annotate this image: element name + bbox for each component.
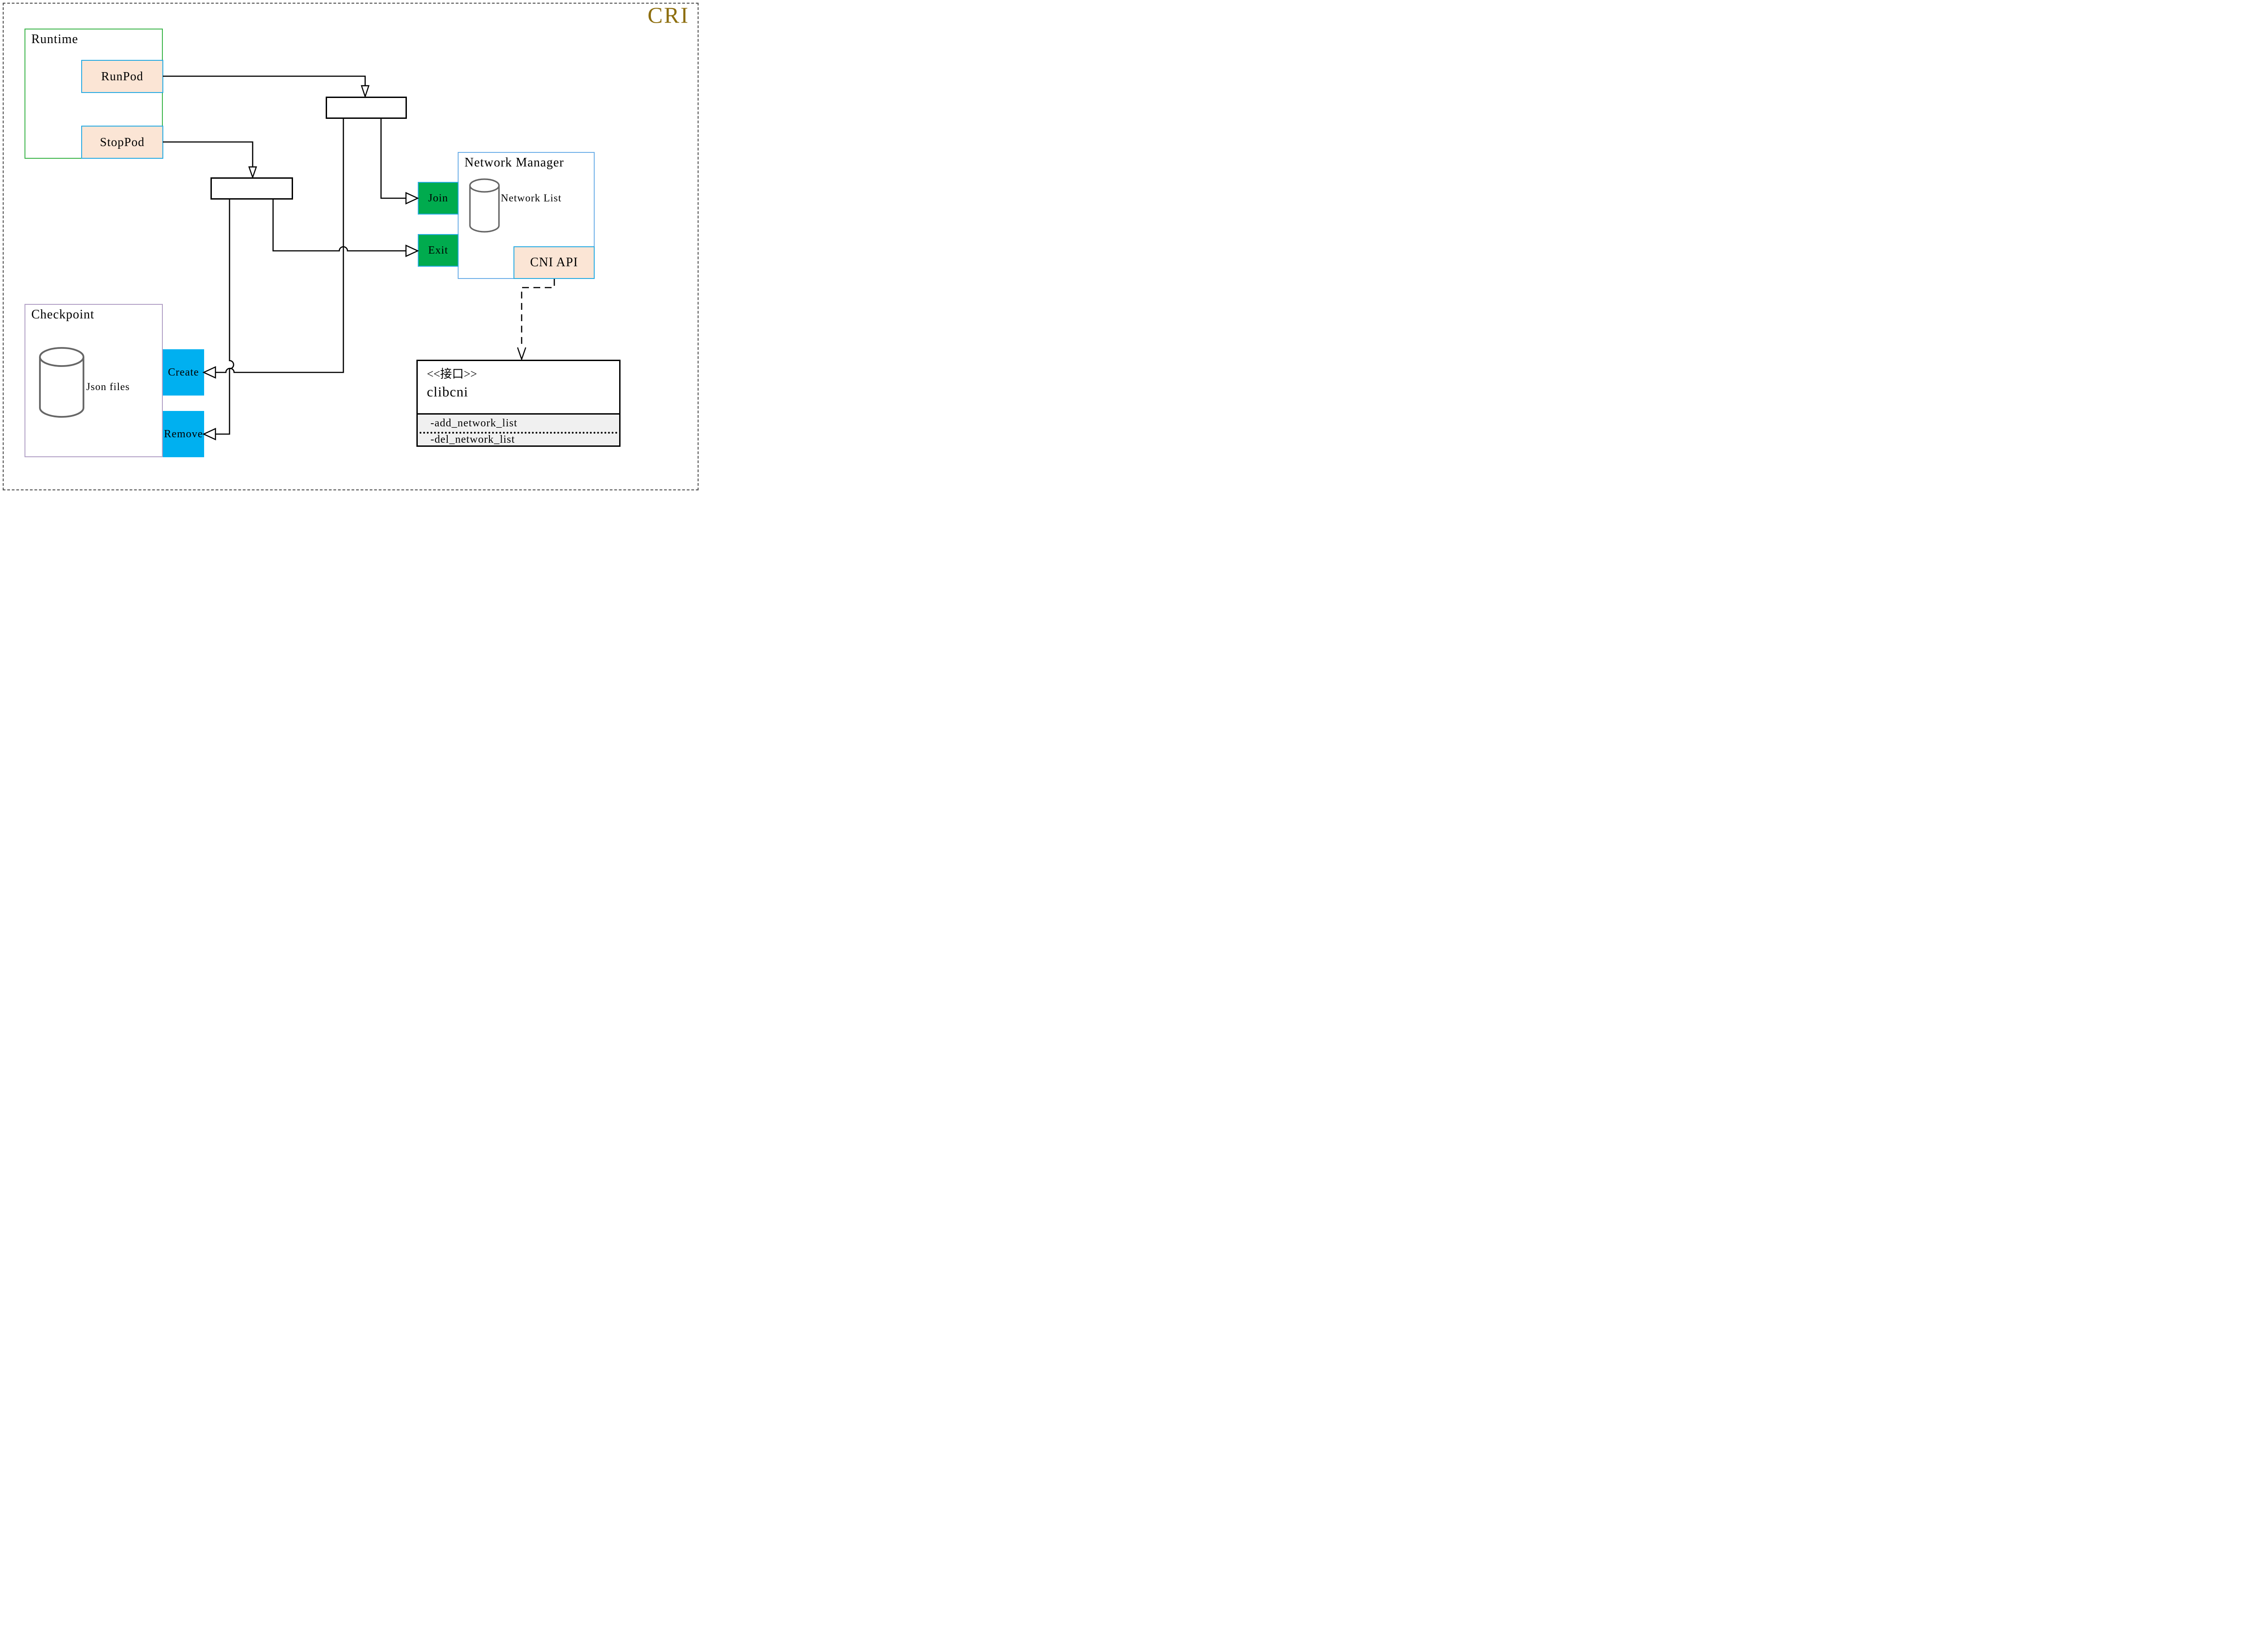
stoppod-label: StopPod [100, 135, 145, 149]
network-manager-label: Network Manager [464, 156, 564, 170]
process-box-1 [326, 97, 407, 119]
clibcni-header: <<接口>> clibcni [418, 361, 619, 412]
checkpoint-group-box: Checkpoint [24, 304, 163, 457]
network-list-label: Network List [501, 192, 562, 204]
arrowhead-right-exit [405, 244, 419, 257]
arrowhead-open-clibcni [517, 347, 527, 361]
edge-process2-to-remove [215, 200, 235, 435]
clibcni-method-del: -del_network_list [430, 434, 515, 445]
edge-process2-to-exit [272, 200, 406, 252]
edge-runpod-to-process1 [163, 75, 366, 86]
exit-node: Exit [418, 234, 459, 267]
arrowhead-right-join [405, 192, 419, 205]
arrowhead-down-process1 [361, 85, 370, 98]
edge-process1-to-create [215, 119, 344, 373]
cni-api-node: CNI API [513, 246, 595, 279]
stoppod-node: StopPod [81, 126, 163, 159]
cni-api-label: CNI API [530, 255, 578, 269]
edge-process1-to-join [380, 119, 406, 199]
checkpoint-label: Checkpoint [31, 308, 95, 322]
join-label: Join [428, 192, 448, 204]
clibcni-methods-section: -add_network_list -del_network_list [418, 413, 619, 445]
exit-label: Exit [428, 244, 448, 256]
arrowhead-down-process2 [248, 166, 257, 179]
runpod-node: RunPod [81, 60, 163, 93]
json-files-label: Json files [86, 381, 130, 392]
remove-node: Remove [163, 411, 204, 457]
create-label: Create [168, 366, 199, 378]
runtime-label: Runtime [31, 32, 78, 46]
edge-cniapi-to-clibcni [521, 279, 555, 348]
edge-stoppod-to-process2 [163, 141, 254, 167]
diagram-title: CRI [647, 2, 689, 28]
remove-label: Remove [164, 428, 203, 440]
arrowhead-left-create [202, 366, 216, 379]
arrowhead-left-remove [202, 428, 216, 440]
clibcni-stereotype: <<接口>> [427, 367, 477, 381]
clibcni-interface-box: <<接口>> clibcni -add_network_list -del_ne… [416, 360, 621, 447]
join-node: Join [418, 182, 459, 215]
process-box-2 [210, 177, 293, 200]
runpod-label: RunPod [101, 69, 144, 83]
create-node: Create [163, 349, 204, 396]
cri-architecture-diagram: CRI Runtime RunPod StopPod Network Manag… [0, 0, 701, 493]
clibcni-method-divider [420, 432, 617, 434]
clibcni-method-add: -add_network_list [430, 417, 518, 429]
clibcni-name: clibcni [427, 384, 469, 400]
